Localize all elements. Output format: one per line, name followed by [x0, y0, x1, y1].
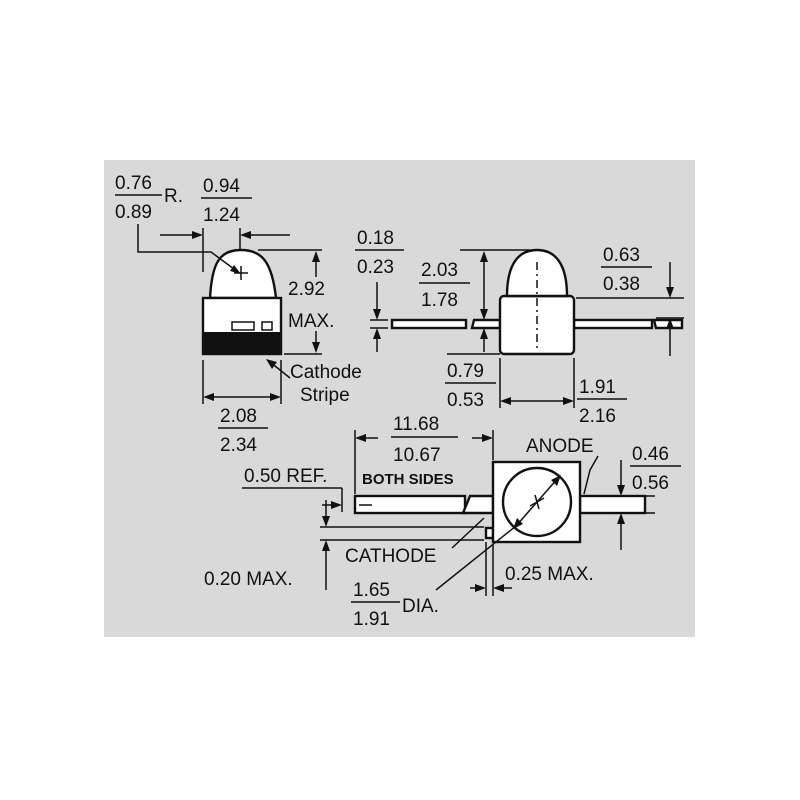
tab-label: 0.25 MAX.: [505, 564, 594, 585]
top-lens: [501, 466, 573, 538]
both-sides-label: BOTH SIDES: [362, 471, 454, 488]
width-num: 2.08: [220, 406, 257, 427]
side-view: 0.18 0.23 2.03 1.78 0.79 0.53 1.91 2.16: [355, 228, 684, 427]
lead-offset-den: 0.53: [447, 390, 484, 411]
dia-num: 1.65: [353, 580, 390, 601]
right-dim-num: 0.63: [603, 245, 640, 266]
top-lead-right: [578, 494, 647, 515]
lead-width-den: 0.56: [632, 473, 669, 494]
gap-label: 0.20 MAX.: [204, 569, 293, 590]
side-lead-left: [390, 318, 468, 330]
right-dim-den: 0.38: [603, 274, 640, 295]
lead-width-num: 0.46: [632, 444, 669, 465]
front-dome: [208, 248, 278, 300]
lead-thickness-den: 0.23: [357, 257, 394, 278]
side-dome: [505, 248, 569, 298]
lead-offset-num: 0.79: [447, 361, 484, 382]
dia-den: 1.91: [353, 609, 390, 630]
dome-height-den: 1.78: [421, 290, 458, 311]
lead-length-den: 10.67: [393, 445, 441, 466]
body-width-den: 2.16: [579, 406, 616, 427]
side-lead-right: [572, 318, 654, 330]
radius-suffix: R.: [164, 186, 183, 207]
top-view: 11.68 10.67 0.50 REF. BOTH SIDES ANODE 0…: [204, 414, 681, 630]
anode-label: ANODE: [526, 436, 594, 457]
height-value: 2.92: [288, 279, 325, 300]
dome-width-den: 1.24: [203, 205, 240, 226]
side-lead-left-stub: [470, 318, 502, 330]
radius-den: 0.89: [115, 202, 152, 223]
front-mark-2: [261, 321, 273, 331]
cathode-stripe: [204, 332, 280, 353]
front-mark-1: [231, 321, 255, 331]
cathode-label: CATHODE: [345, 546, 436, 567]
lead-length-num: 11.68: [393, 414, 439, 435]
cathode-stripe-label-2: Stripe: [300, 385, 350, 406]
front-view: 0.76 0.89 R. 0.94 1.24 2.92 MAX. Cathode…: [115, 173, 362, 456]
ref-label: 0.50 REF.: [244, 466, 327, 487]
width-den: 2.34: [220, 435, 257, 456]
dia-suffix: DIA.: [402, 596, 439, 617]
height-suffix: MAX.: [288, 311, 334, 332]
body-width-num: 1.91: [579, 377, 616, 398]
lead-thickness-num: 0.18: [357, 228, 394, 249]
cathode-stripe-label-1: Cathode: [290, 362, 362, 383]
top-lead-left: [353, 494, 467, 515]
dome-width-num: 0.94: [203, 176, 240, 197]
dome-height-num: 2.03: [421, 260, 458, 281]
radius-num: 0.76: [115, 173, 152, 194]
